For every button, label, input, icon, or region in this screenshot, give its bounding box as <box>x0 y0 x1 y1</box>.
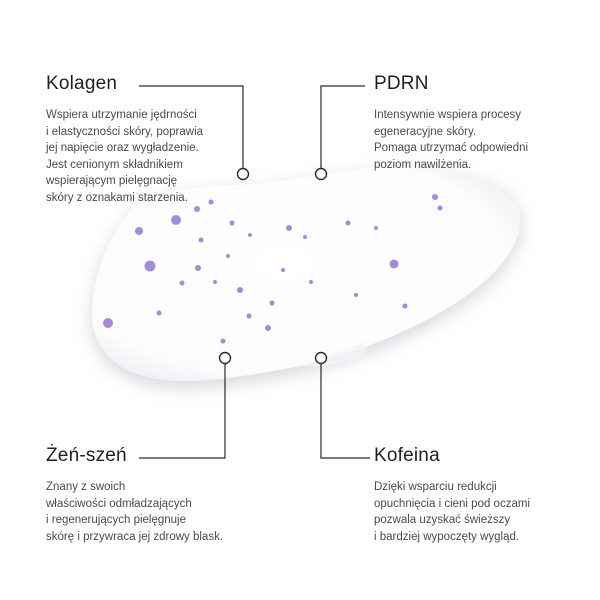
callout-zen-szen: Żeń-szeń Znany z swoich właściwości odmł… <box>46 445 223 545</box>
description-line: Intensywnie wspiera procesy <box>374 109 522 121</box>
description-line: i regenerujących pielęgnuje <box>46 514 187 526</box>
description-line: i elastyczności skóry, poprawia <box>46 125 204 138</box>
callout-description-kofeina: Dzięki wsparciu redukcji opuchnięcia i c… <box>374 479 530 545</box>
kolagen-marker <box>236 167 250 181</box>
purple-speckles <box>103 194 443 344</box>
callout-title-pdrn: PDRN <box>374 73 429 94</box>
zen-szen-marker <box>218 351 232 365</box>
description-line: egeneracyjne skóry. <box>374 125 477 138</box>
description-line: opuchnięcia i cieni pod oczami <box>374 497 530 510</box>
callout-description-kolagen: Wspiera utrzymanie jędrności i elastyczn… <box>46 107 203 206</box>
callout-title-kolagen: Kolagen <box>46 73 118 94</box>
description-line: pozwala uzyskać świeższy <box>374 514 511 526</box>
zen-szen-leader-line <box>139 364 226 459</box>
callout-markers <box>218 167 328 365</box>
kofeina-marker <box>314 351 328 365</box>
kofeina-leader-line <box>320 364 370 459</box>
description-line: Znany z swoich <box>46 481 126 493</box>
callout-description-pdrn: Intensywnie wspiera procesy egeneracyjne… <box>374 107 528 173</box>
description-line: Jest cenionym składnikiem <box>46 158 183 171</box>
callout-kolagen: Kolagen Wspiera utrzymanie jędrności i e… <box>46 73 203 206</box>
pdrn-marker <box>314 167 328 181</box>
callout-kofeina: Kofeina Dzięki wsparciu redukcji opuchni… <box>374 445 530 545</box>
callout-lines <box>139 85 370 459</box>
cream-swatch <box>91 166 521 381</box>
description-line: skórę i przywraca jej zdrowy blask. <box>46 530 224 543</box>
callout-title-kofeina: Kofeina <box>374 445 440 466</box>
description-line: Dzięki wsparciu redukcji <box>374 481 497 493</box>
callout-description-zen-szen: Znany z swoich właściwości odmładzającyc… <box>46 479 223 545</box>
description-line: Pomaga utrzymać odpowiedni <box>374 142 529 154</box>
description-line: poziom nawilżenia. <box>374 158 472 171</box>
callout-title-zen-szen: Żeń-szeń <box>46 445 127 466</box>
description-line: właściwości odmładzających <box>46 497 192 510</box>
description-line: wspierającym pielęgnację <box>46 175 178 187</box>
pdrn-leader-line <box>320 85 365 168</box>
description-line: i bardziej wypoczęty wygląd. <box>374 530 520 543</box>
kolagen-leader-line <box>139 85 244 168</box>
description-line: skóry z oznakami starzenia. <box>46 191 188 204</box>
callout-pdrn: PDRN Intensywnie wspiera procesy egenera… <box>374 73 528 173</box>
description-line: Wspiera utrzymanie jędrności <box>46 109 197 121</box>
description-line: jej napięcie oraz wygładzenie. <box>46 142 199 154</box>
